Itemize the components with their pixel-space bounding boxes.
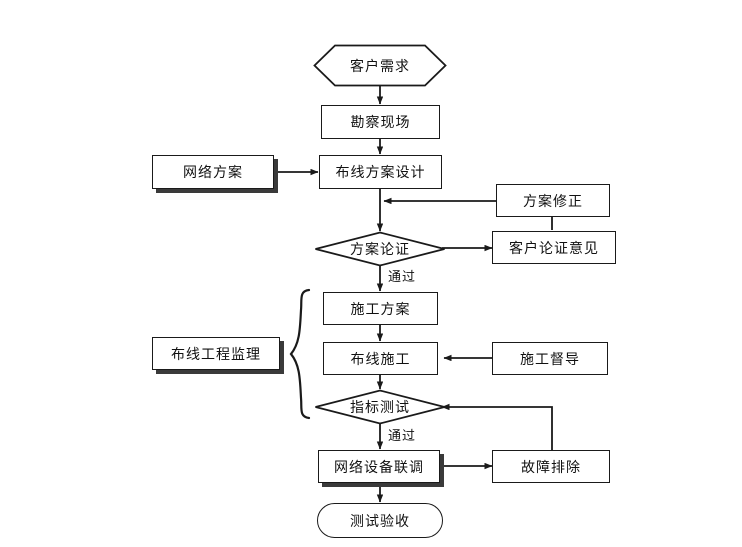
node-cabling-work[interactable]: 布线施工 <box>323 342 438 375</box>
edge-label-review-pass: 通过 <box>388 270 417 285</box>
diamond-shape <box>315 389 445 425</box>
node-construction-supervision[interactable]: 施工督导 <box>492 342 608 375</box>
node-label: 施工方案 <box>350 301 411 318</box>
supervision-brace <box>289 288 311 420</box>
node-index-test[interactable]: 指标测试 <box>314 389 446 425</box>
node-label: 布线工程监理 <box>171 346 261 363</box>
node-label: 布线方案设计 <box>335 165 426 181</box>
hexagon-shape <box>313 44 447 87</box>
node-joint-debugging[interactable]: 网络设备联调 <box>318 450 440 483</box>
node-construction-plan[interactable]: 施工方案 <box>323 292 438 325</box>
node-label: 客户论证意见 <box>509 240 599 257</box>
node-label: 客户需求 <box>350 58 410 75</box>
node-site-survey[interactable]: 勘察现场 <box>321 105 440 139</box>
node-customer-opinion[interactable]: 客户论证意见 <box>492 231 616 264</box>
edge-troubleshoot-to-test <box>441 403 553 450</box>
node-label: 指标测试 <box>350 400 410 416</box>
node-label: 勘察现场 <box>350 115 411 131</box>
node-label: 施工督导 <box>520 351 580 368</box>
node-label: 测试验收 <box>350 513 410 530</box>
node-scheme-review[interactable]: 方案论证 <box>314 231 446 267</box>
node-label: 方案修正 <box>523 193 583 210</box>
node-test-acceptance[interactable]: 测试验收 <box>317 503 443 538</box>
node-customer-requirement[interactable]: 客户需求 <box>313 44 447 87</box>
node-scheme-revision[interactable]: 方案修正 <box>496 184 610 217</box>
edge-label-test-pass: 通过 <box>388 429 417 444</box>
node-network-solution[interactable]: 网络方案 <box>152 155 274 189</box>
node-label: 方案论证 <box>350 242 410 258</box>
node-label: 故障排除 <box>521 459 581 476</box>
node-label: 布线施工 <box>350 351 411 368</box>
node-label: 网络设备联调 <box>334 459 424 476</box>
node-cabling-design[interactable]: 布线方案设计 <box>319 155 442 189</box>
node-supervision-label[interactable]: 布线工程监理 <box>152 337 280 370</box>
node-troubleshooting[interactable]: 故障排除 <box>492 450 610 483</box>
node-label: 网络方案 <box>183 165 243 181</box>
diamond-shape <box>315 231 445 267</box>
